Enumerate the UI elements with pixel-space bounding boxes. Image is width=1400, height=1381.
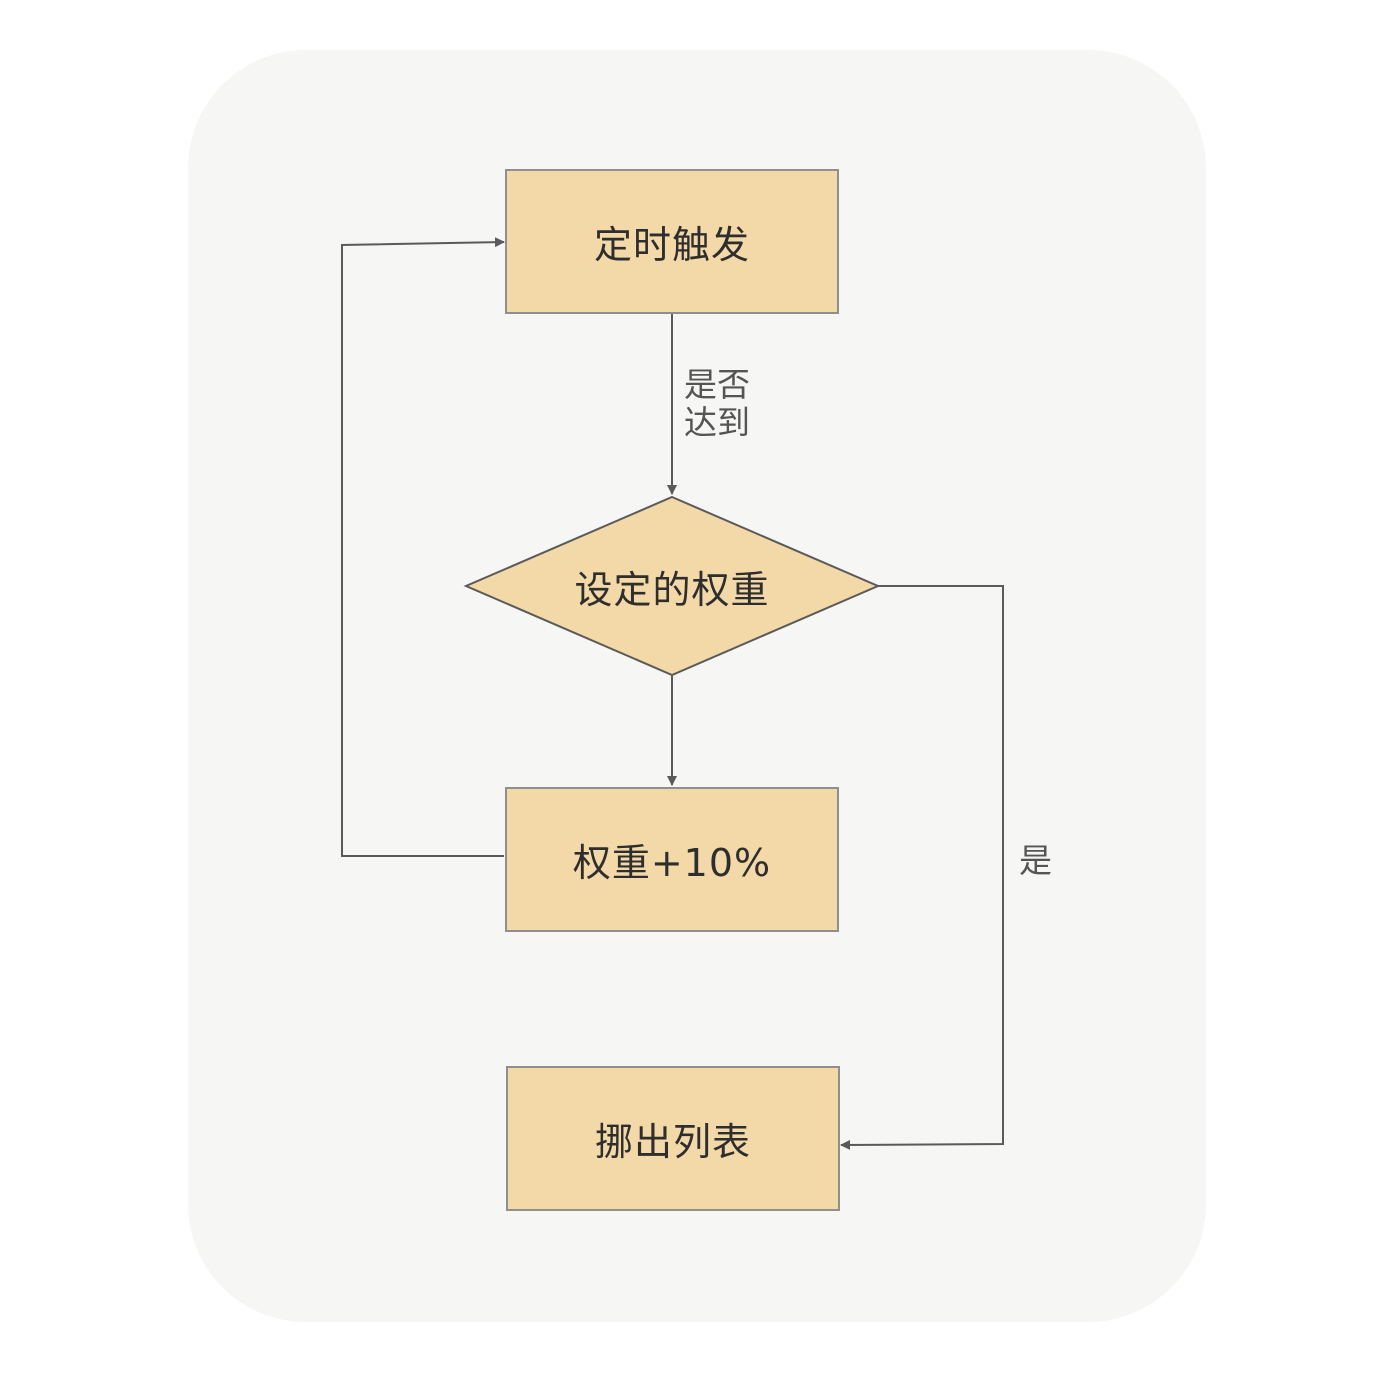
node-timer-trigger: 定时触发 bbox=[505, 169, 839, 314]
edge-label-yes-text: 是 bbox=[1019, 841, 1052, 880]
node-remove-from-list: 挪出列表 bbox=[506, 1066, 840, 1211]
node-weight-increase: 权重+10% bbox=[505, 787, 839, 932]
edge-weight-loop-to-timer bbox=[341, 237, 505, 857]
edge-label-yes: 是 bbox=[1019, 842, 1052, 880]
edge-decision-to-remove bbox=[840, 585, 1004, 1150]
edge-label-reached-check-line2: 达到 bbox=[684, 403, 750, 442]
node-weight-increase-label: 权重+10% bbox=[572, 841, 772, 885]
node-decision-label: 设定的权重 bbox=[574, 567, 770, 612]
decision-diamond bbox=[463, 495, 881, 677]
edge-label-reached-check: 是否 达到 bbox=[684, 366, 750, 442]
node-timer-trigger-label: 定时触发 bbox=[593, 223, 750, 267]
node-decision: 设定的权重 bbox=[466, 496, 878, 676]
node-remove-from-list-label: 挪出列表 bbox=[594, 1120, 751, 1164]
edge-label-reached-check-line1: 是否 bbox=[684, 365, 750, 404]
